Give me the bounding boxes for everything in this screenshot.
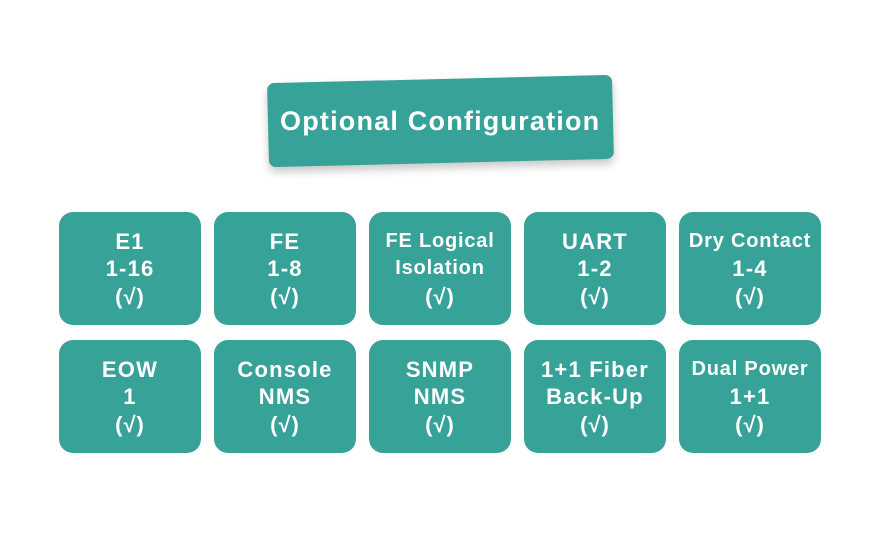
tile-label: UART bbox=[562, 228, 628, 254]
tile-value: 1-16 bbox=[105, 255, 155, 281]
check-mark: (√) bbox=[580, 411, 610, 437]
tile-label: 1+1 Fiber bbox=[540, 356, 650, 382]
check-mark: (√) bbox=[425, 411, 455, 437]
tile-label: Dry Contact bbox=[688, 229, 812, 252]
check-mark: (√) bbox=[735, 283, 765, 309]
tile-value: NMS bbox=[258, 383, 312, 409]
tile-value: 1-8 bbox=[267, 255, 303, 281]
tile-label: SNMP bbox=[405, 356, 475, 382]
option-tile-fiber-backup: 1+1 Fiber Back-Up (√) bbox=[524, 340, 666, 453]
option-tile-snmp-nms: SNMP NMS (√) bbox=[369, 340, 511, 453]
option-tile-eow: EOW 1 (√) bbox=[59, 340, 201, 453]
check-mark: (√) bbox=[580, 283, 610, 309]
option-tile-dry-contact: Dry Contact 1-4 (√) bbox=[679, 212, 821, 325]
check-mark: (√) bbox=[735, 411, 765, 437]
option-tile-fe-logical-isolation: FE Logical Isolation (√) bbox=[369, 212, 511, 325]
check-mark: (√) bbox=[115, 411, 145, 437]
option-tile-fe: FE 1-8 (√) bbox=[214, 212, 356, 325]
tile-label: Console bbox=[237, 356, 333, 382]
diagram-title: Optional Configuration bbox=[280, 105, 601, 136]
tile-value: Isolation bbox=[395, 256, 485, 279]
check-mark: (√) bbox=[115, 283, 145, 309]
tile-value: Back-Up bbox=[546, 383, 644, 409]
tile-label: Dual Power bbox=[691, 357, 809, 380]
tile-value: 1+1 bbox=[729, 383, 771, 409]
check-mark: (√) bbox=[270, 411, 300, 437]
tile-value: NMS bbox=[413, 383, 467, 409]
check-mark: (√) bbox=[425, 283, 455, 309]
title-banner: Optional Configuration bbox=[267, 74, 614, 168]
tile-label: E1 bbox=[115, 228, 145, 254]
option-tile-dual-power: Dual Power 1+1 (√) bbox=[679, 340, 821, 453]
tile-value: 1-4 bbox=[732, 255, 768, 281]
tile-label: FE Logical bbox=[385, 229, 495, 252]
tile-label: EOW bbox=[101, 356, 159, 382]
option-tile-uart: UART 1-2 (√) bbox=[524, 212, 666, 325]
check-mark: (√) bbox=[270, 283, 300, 309]
tile-label: FE bbox=[269, 228, 301, 254]
option-tile-e1: E1 1-16 (√) bbox=[59, 212, 201, 325]
tile-value: 1-2 bbox=[577, 255, 613, 281]
tile-value: 1 bbox=[123, 383, 137, 409]
option-tile-console-nms: Console NMS (√) bbox=[214, 340, 356, 453]
